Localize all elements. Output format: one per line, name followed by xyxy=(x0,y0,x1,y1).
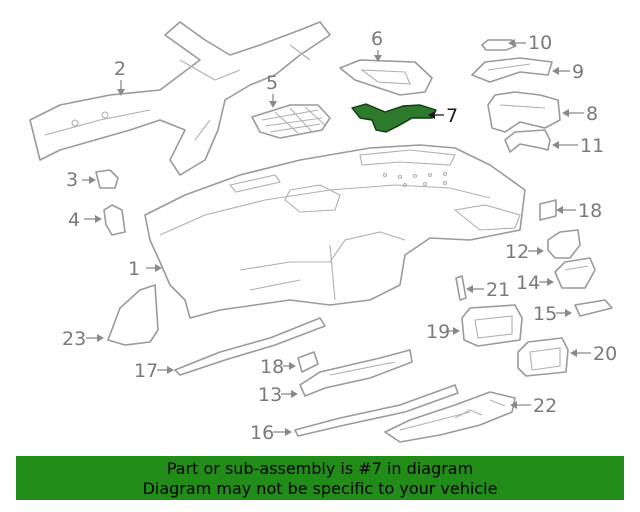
callout-15: 15 xyxy=(533,303,572,325)
callout-3: 3 xyxy=(66,169,96,191)
callout-13: 13 xyxy=(258,384,298,406)
part-8-side-panel[interactable] xyxy=(487,91,561,133)
part-18-small-cover-lower[interactable] xyxy=(297,351,319,373)
svg-text:21: 21 xyxy=(486,279,510,301)
callout-18-upper: 18 xyxy=(556,200,602,222)
callout-6: 6 xyxy=(371,28,383,62)
part-5-speaker-grille[interactable] xyxy=(251,104,331,139)
callout-11: 11 xyxy=(552,135,604,157)
svg-text:14: 14 xyxy=(516,272,540,294)
part-13-garnish[interactable] xyxy=(299,349,413,397)
part-14-holder[interactable] xyxy=(554,257,596,289)
part-20-bezel[interactable] xyxy=(517,337,569,377)
callout-18-lower: 18 xyxy=(260,356,296,378)
callout-12: 12 xyxy=(505,241,544,263)
part-21-strip[interactable] xyxy=(455,275,467,301)
part-4-bracket[interactable] xyxy=(103,204,126,236)
part-15-trim[interactable] xyxy=(574,299,613,317)
banner-line-disclaimer: Diagram may not be specific to your vehi… xyxy=(142,479,498,498)
part-1-instrument-panel[interactable] xyxy=(144,144,526,319)
svg-text:15: 15 xyxy=(533,303,557,325)
parts-diagram: 1 2 3 4 5 6 7 8 9 10 xyxy=(29,21,617,444)
part-12-bracket[interactable] xyxy=(547,229,581,259)
callout-8: 8 xyxy=(562,103,598,125)
svg-text:8: 8 xyxy=(586,103,598,125)
svg-text:5: 5 xyxy=(266,72,278,94)
part-19-bezel[interactable] xyxy=(461,304,523,347)
svg-text:12: 12 xyxy=(505,241,529,263)
svg-text:10: 10 xyxy=(528,32,552,54)
callout-17: 17 xyxy=(134,360,174,382)
svg-text:18: 18 xyxy=(260,356,284,378)
callout-23: 23 xyxy=(62,328,104,350)
svg-text:6: 6 xyxy=(371,28,383,50)
svg-text:17: 17 xyxy=(134,360,158,382)
part-23-side-cover[interactable] xyxy=(107,284,159,346)
banner-line-part-number: Part or sub-assembly is #7 in diagram xyxy=(166,459,474,478)
svg-text:20: 20 xyxy=(593,343,617,365)
callout-7: 7 xyxy=(428,105,458,127)
part-7-bracket-highlighted[interactable] xyxy=(351,103,437,133)
callout-22: 22 xyxy=(510,395,557,417)
part-11-handle[interactable] xyxy=(504,129,551,153)
svg-text:1: 1 xyxy=(128,258,140,280)
part-16-lower-strip[interactable] xyxy=(294,384,459,437)
part-2-cross-beam[interactable] xyxy=(29,21,331,176)
callout-1: 1 xyxy=(128,258,162,280)
callout-2: 2 xyxy=(114,58,126,96)
part-6-upper-trim[interactable] xyxy=(339,59,433,96)
svg-text:19: 19 xyxy=(426,321,450,343)
callout-14: 14 xyxy=(516,272,554,294)
part-17-trim-strip[interactable] xyxy=(174,317,326,376)
info-banner: Part or sub-assembly is #7 in diagram Di… xyxy=(16,456,624,500)
svg-text:16: 16 xyxy=(250,422,274,444)
part-9-trim-panel[interactable] xyxy=(471,57,553,83)
part-22-lower-panel[interactable] xyxy=(384,391,516,443)
svg-text:7: 7 xyxy=(446,105,458,127)
svg-text:11: 11 xyxy=(580,135,604,157)
part-10-clip[interactable] xyxy=(481,39,517,51)
part-3-clip[interactable] xyxy=(95,169,119,189)
callout-4: 4 xyxy=(68,209,102,231)
svg-text:3: 3 xyxy=(66,169,78,191)
callout-10: 10 xyxy=(508,32,552,54)
svg-text:22: 22 xyxy=(533,395,557,417)
callout-19: 19 xyxy=(426,321,460,343)
callout-5: 5 xyxy=(266,72,278,108)
svg-text:13: 13 xyxy=(258,384,282,406)
svg-text:2: 2 xyxy=(114,58,126,80)
callout-9: 9 xyxy=(552,61,584,83)
svg-text:23: 23 xyxy=(62,328,86,350)
callout-16: 16 xyxy=(250,422,292,444)
svg-text:9: 9 xyxy=(572,61,584,83)
callout-20: 20 xyxy=(570,343,617,365)
svg-text:18: 18 xyxy=(578,200,602,222)
svg-text:4: 4 xyxy=(68,209,80,231)
part-18-small-cover-upper[interactable] xyxy=(539,199,557,221)
callout-21: 21 xyxy=(466,279,510,301)
